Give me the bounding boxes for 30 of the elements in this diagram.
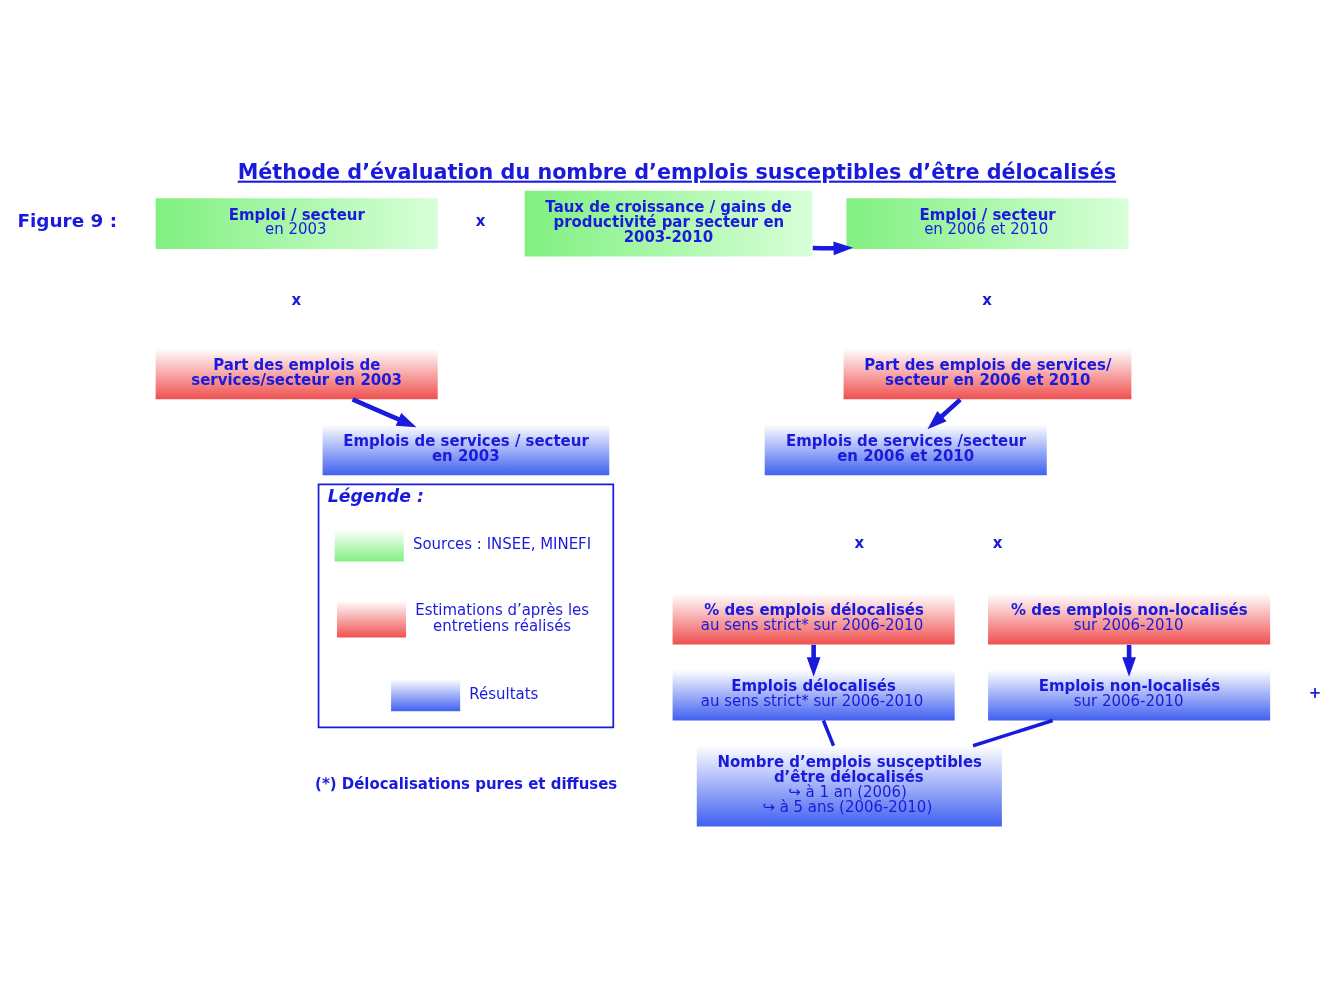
node-box: Taux de croissance / gains de productivité par secteur en 2003-2010 xyxy=(524,190,813,257)
node-box: Part des emplois de services/secteur en 2003 xyxy=(155,348,438,400)
node-box: Emplois de services /secteur en 2006 et 2010 xyxy=(764,424,1047,476)
label: x xyxy=(982,291,992,310)
legend-label: Résultats xyxy=(469,685,539,704)
arrow xyxy=(806,644,821,677)
node-box: Emplois non-localisés sur 2006-2010 xyxy=(988,669,1271,721)
node-box: Emploi / secteur en 2006 et 2010 xyxy=(846,198,1129,249)
legend-label: Sources : INSEE, MINEFI xyxy=(412,535,592,554)
label: x xyxy=(291,291,302,310)
node-box: % des emplois non-localisés sur 2006-2010 xyxy=(988,593,1271,645)
connector xyxy=(972,718,1054,748)
label: (*) Délocalisations pures et diffuses xyxy=(315,774,618,793)
label: x xyxy=(475,212,486,231)
node-box: Nombre d’emplois susceptibles d’être délocalisés ↪ à 1 an (2006) ↪ à 5 ans (2006-2010) xyxy=(696,745,1002,827)
label: x xyxy=(854,534,865,553)
node-box: Emploi / secteur en 2003 xyxy=(155,198,438,249)
legend-label: Estimations d’après les entretiens réalisés xyxy=(415,601,590,636)
node-box: Emplois délocalisés au sens strict* sur 2006-2010 xyxy=(672,669,955,721)
arrow xyxy=(927,397,962,430)
node-box: Emplois de services / secteur en 2003 xyxy=(322,424,610,476)
arrow xyxy=(812,241,854,256)
node-box: Part des emplois de services/ secteur en 2006 et 2010 xyxy=(843,348,1132,400)
connector xyxy=(821,719,836,747)
label: x xyxy=(992,534,1003,553)
diagram-title: Méthode d’évaluation du nombre d’emplois susceptibles d’être délocalisés xyxy=(237,159,1117,184)
node-box: % des emplois délocalisés au sens strict* sur 2006-2010 xyxy=(672,593,955,645)
label: + xyxy=(1308,683,1322,702)
label: Figure 9 : xyxy=(17,209,118,231)
arrow xyxy=(351,397,417,428)
